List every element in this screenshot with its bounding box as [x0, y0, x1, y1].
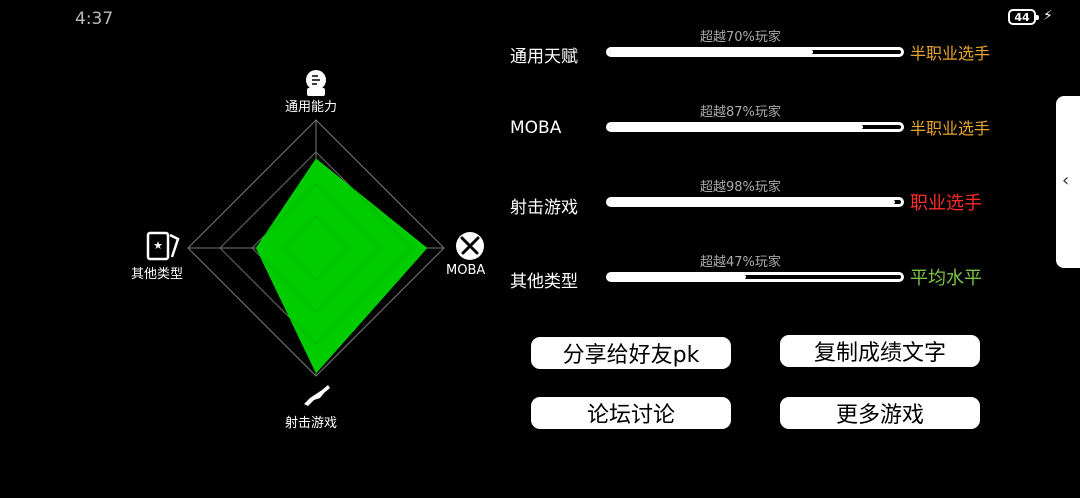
- stat-progress-bar: [606, 122, 904, 132]
- radar-axis-label-general: 通用能力: [285, 100, 338, 115]
- crossed-swords-icon: [456, 232, 484, 260]
- radar-inner-ring: [283, 215, 349, 281]
- stat-progress-fill: [609, 200, 896, 204]
- status-time: 4:37: [75, 9, 114, 29]
- stat-name: MOBA: [510, 118, 562, 138]
- radar-inner-ring: [219, 151, 413, 345]
- stat-progress-bar: [606, 47, 904, 57]
- stat-progress-fill: [609, 125, 864, 129]
- forum-button[interactable]: 论坛讨论: [531, 397, 731, 429]
- share-button[interactable]: 分享给好友pk: [531, 337, 731, 369]
- stat-progress-bar: [606, 272, 904, 282]
- stat-level: 平均水平: [910, 268, 982, 289]
- head-icon: [306, 70, 326, 96]
- stat-name: 其他类型: [510, 272, 578, 292]
- radar-value-shape: [255, 158, 428, 374]
- charging-icon: ⚡: [1043, 8, 1053, 24]
- chevron-left-icon: ‹: [1062, 170, 1070, 191]
- battery-icon: 44: [1008, 9, 1039, 25]
- stat-percent-text: 超越47%玩家: [700, 255, 781, 270]
- rifle-icon: [304, 385, 330, 406]
- card-star-icon: ★: [146, 231, 180, 261]
- svg-text:★: ★: [153, 239, 163, 252]
- side-panel-handle[interactable]: ‹: [1056, 96, 1080, 268]
- stat-level: 半职业选手: [910, 44, 991, 63]
- stat-name: 通用天赋: [510, 47, 578, 67]
- stat-percent-text: 超越70%玩家: [700, 30, 781, 45]
- more-games-button[interactable]: 更多游戏: [780, 397, 980, 429]
- stat-percent-text: 超越87%玩家: [700, 105, 781, 120]
- stat-progress-fill: [609, 50, 814, 54]
- copy-results-button[interactable]: 复制成绩文字: [780, 335, 980, 367]
- radar-axis-label-moba: MOBA: [446, 263, 486, 278]
- radar-axis-label-shooter: 射击游戏: [285, 416, 338, 431]
- stat-percent-text: 超越98%玩家: [700, 180, 781, 195]
- radar-inner-ring: [251, 183, 381, 313]
- radar-chart: ★: [146, 70, 484, 406]
- stat-progress-bar: [606, 197, 904, 207]
- stat-level: 半职业选手: [910, 119, 991, 138]
- stat-progress-fill: [609, 275, 747, 279]
- stat-level: 职业选手: [910, 193, 982, 214]
- stat-name: 射击游戏: [510, 198, 578, 218]
- radar-axis-label-other: 其他类型: [131, 267, 184, 282]
